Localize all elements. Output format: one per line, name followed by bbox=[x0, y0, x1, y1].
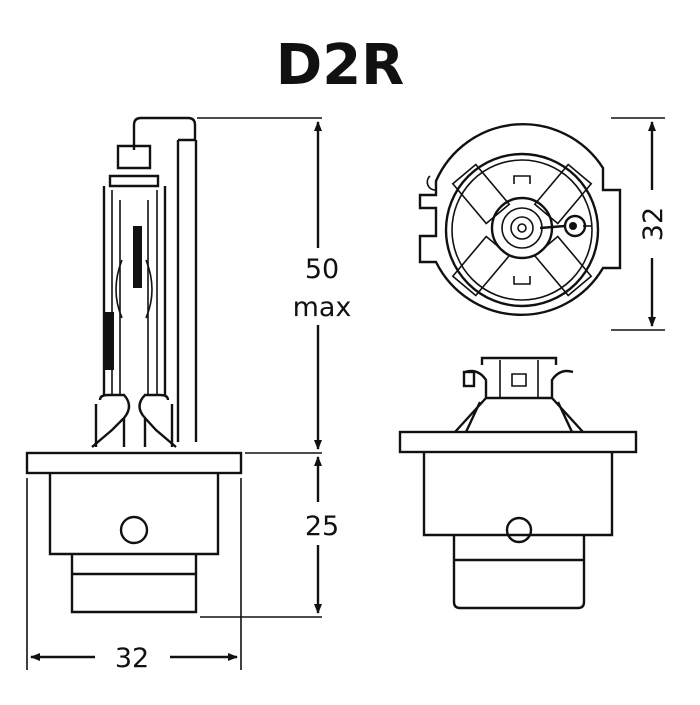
bulb-pinch bbox=[91, 393, 131, 448]
return-wire bbox=[176, 138, 198, 442]
rear-connector bbox=[452, 535, 586, 610]
bulb-connector bbox=[70, 554, 198, 614]
base-height-dimension: 25 bbox=[305, 456, 339, 614]
front-flange bbox=[418, 123, 622, 316]
height-label-value: 50 bbox=[305, 254, 339, 285]
height-dimension: 50 max bbox=[293, 121, 352, 450]
front-pin bbox=[539, 224, 566, 230]
front-ring bbox=[444, 152, 600, 308]
base-height-label: 25 bbox=[305, 511, 339, 542]
electrode-bar bbox=[104, 312, 114, 370]
extension-lines bbox=[197, 117, 322, 618]
bulb-front-view bbox=[418, 123, 622, 316]
face-diameter-label: 32 bbox=[638, 207, 669, 241]
bulb-top-cap bbox=[132, 116, 197, 150]
bulb-flange bbox=[25, 451, 243, 475]
bulb-head bbox=[116, 144, 152, 170]
diagram-title: D2R bbox=[276, 33, 405, 98]
rear-top-fitting bbox=[480, 356, 558, 365]
base-hole bbox=[119, 515, 149, 545]
rear-base bbox=[422, 452, 614, 537]
base-width-dimension: 32 bbox=[30, 643, 238, 674]
height-label-max: max bbox=[293, 292, 352, 323]
bulb-base bbox=[48, 473, 220, 556]
base-width-label: 32 bbox=[115, 643, 149, 674]
rear-flange bbox=[398, 430, 638, 454]
front-cross bbox=[451, 163, 593, 297]
rear-hole bbox=[505, 516, 533, 544]
extension-lines-vertical bbox=[26, 478, 242, 670]
bulb-side-view bbox=[25, 116, 243, 614]
bulb-rear-view bbox=[398, 356, 638, 610]
front-extension-lines bbox=[611, 117, 665, 331]
face-diameter-dimension: 32 bbox=[638, 121, 669, 327]
